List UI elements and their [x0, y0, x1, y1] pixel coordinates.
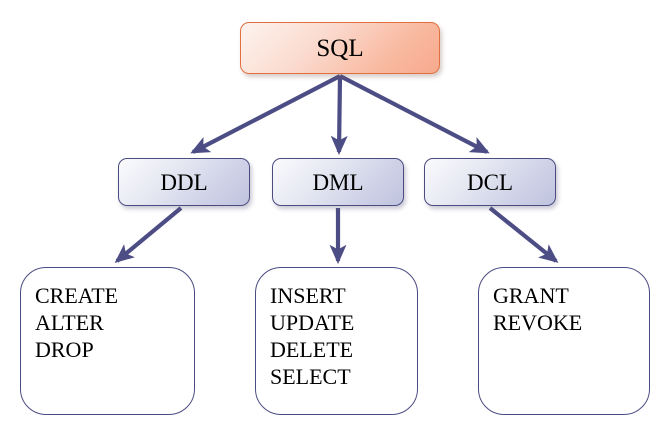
command-item: REVOKE [493, 310, 583, 335]
node-sql-label: SQL [316, 34, 364, 62]
node-branch-dml[interactable]: DML [272, 158, 404, 206]
node-branch-dml-label: DML [312, 169, 364, 195]
command-item: GRANT [493, 283, 569, 308]
command-item: SELECT [270, 364, 351, 389]
node-branch-dcl[interactable]: DCL [424, 158, 556, 206]
arrow-ddl-to-commands [114, 206, 183, 263]
node-branch-dcl-label: DCL [467, 169, 513, 195]
node-sql-root[interactable]: SQL [240, 22, 440, 74]
arrow-dcl-to-commands [488, 206, 559, 263]
arrow-sql-to-ddl [190, 74, 341, 154]
command-item: INSERT [270, 283, 346, 308]
arrow-sql-to-dml [330, 75, 348, 156]
node-branch-ddl-label: DDL [160, 169, 208, 195]
arrow-sql-to-dcl [339, 74, 490, 154]
command-item: ALTER [35, 310, 104, 335]
command-item: CREATE [35, 283, 119, 308]
command-item: DROP [35, 337, 94, 362]
command-item: DELETE [270, 337, 354, 362]
node-branch-ddl[interactable]: DDL [118, 158, 250, 206]
command-item: UPDATE [270, 310, 355, 335]
